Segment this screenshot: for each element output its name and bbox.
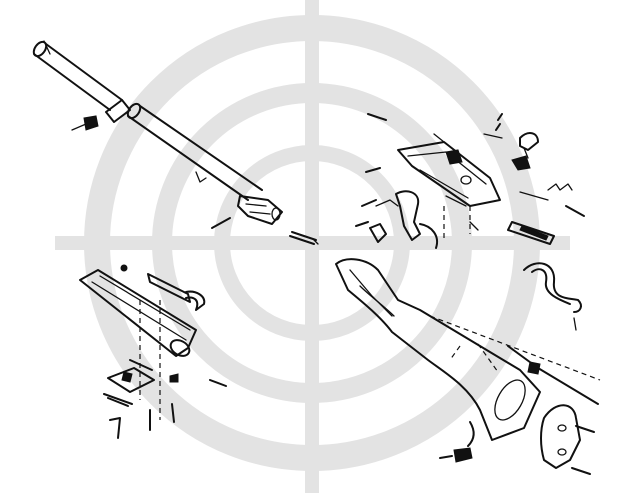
barrel-screw xyxy=(71,115,99,131)
forend xyxy=(79,269,197,420)
forend-latch xyxy=(120,264,206,311)
crosshair-watermark xyxy=(55,0,570,493)
barrel xyxy=(32,40,283,225)
screws xyxy=(109,373,227,439)
buttstock xyxy=(335,258,601,441)
screws xyxy=(439,421,595,475)
barrel-band xyxy=(105,99,131,123)
buttplate xyxy=(540,404,581,469)
stock-bolt xyxy=(507,345,599,405)
trigger-plate xyxy=(507,221,555,245)
forend-iron xyxy=(103,359,155,407)
springs xyxy=(483,113,585,217)
trigger-guard xyxy=(523,262,582,331)
hammer xyxy=(511,132,539,171)
trigger xyxy=(369,190,438,249)
pin xyxy=(211,217,231,229)
pins xyxy=(355,113,479,240)
action-frame xyxy=(397,133,501,207)
pin xyxy=(289,231,319,245)
